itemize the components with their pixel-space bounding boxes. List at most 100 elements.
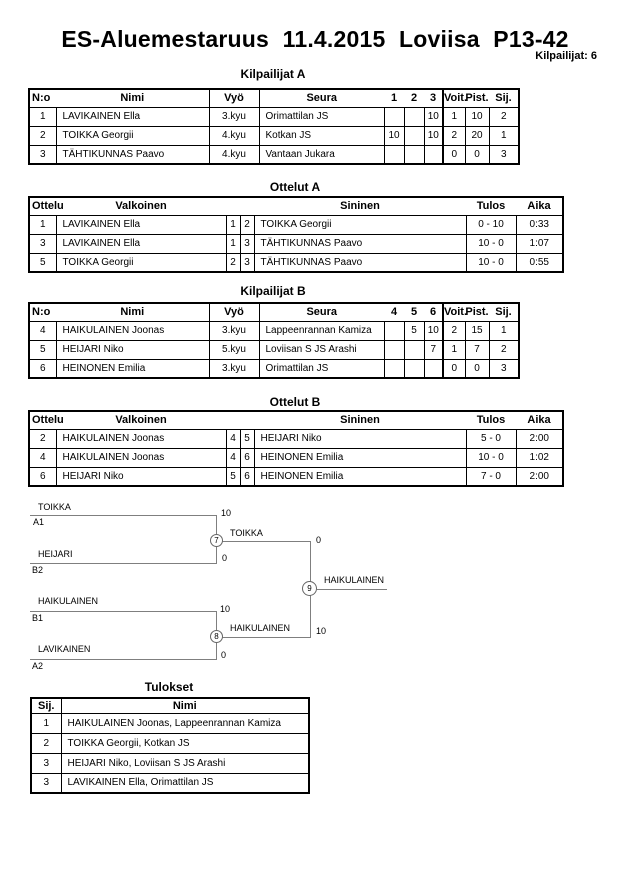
bracket-score: 10	[221, 508, 232, 518]
cell-blue-no: 3	[239, 252, 255, 273]
bracket-seed: A1	[33, 517, 45, 527]
cell-score-3: 10	[423, 320, 444, 341]
matches-a-table: Ottelu Valkoinen Sininen Tulos Aika 1 LA…	[28, 196, 564, 273]
column-header-result: Tulos	[466, 197, 516, 216]
bracket-winner-name: HAIKULAINEN	[230, 623, 291, 633]
cell-place: 3	[30, 772, 62, 794]
column-header-club: Seura	[258, 89, 384, 108]
column-header-result: Tulos	[466, 411, 516, 430]
column-header-wins: Voit.	[442, 89, 467, 108]
cell-club: Kotkan JS	[258, 125, 385, 146]
cell-score-2	[403, 144, 425, 165]
cell-match-no: 4	[28, 447, 57, 468]
column-header-m2: 2	[404, 89, 424, 108]
cell-no: 1	[28, 106, 57, 127]
bracket-seed: B1	[32, 613, 44, 623]
cell-score-3: 7	[423, 339, 444, 360]
cell-match-no: 3	[28, 233, 57, 254]
bracket-line	[217, 541, 310, 542]
cell-blue-name: TOIKKA Georgii	[253, 214, 467, 235]
cell-wins: 2	[442, 125, 466, 146]
cell-white-name: LAVIKAINEN Ella	[55, 214, 227, 235]
cell-belt: 3.kyu	[208, 358, 260, 379]
table-row: 6 HEINONEN Emilia 3.kyu Orimattilan JS 0…	[28, 358, 520, 379]
cell-blue-name: HEINONEN Emilia	[253, 447, 467, 468]
table-row: 1 HAIKULAINEN Joonas, Lappeenrannan Kami…	[30, 712, 310, 734]
bracket-slot-name: HEIJARI	[38, 549, 73, 559]
column-header-wins: Voit.	[442, 303, 467, 322]
cell-belt: 3.kyu	[208, 106, 260, 127]
table-row: 2 TOIKKA Georgii, Kotkan JS	[30, 732, 310, 754]
cell-score-2	[403, 339, 425, 360]
pool-b-header-row: N:o Nimi Vyö Seura 4 5 6 Voit. Pist. Sij…	[29, 303, 519, 322]
column-header-name: Nimi	[60, 697, 310, 714]
table-row: 4 HAIKULAINEN Joonas 4 6 HEINONEN Emilia…	[28, 447, 564, 468]
bracket-score: 10	[220, 604, 231, 614]
cell-name: TÄHTIKUNNAS Paavo	[55, 144, 210, 165]
pool-b-table: N:o Nimi Vyö Seura 4 5 6 Voit. Pist. Sij…	[28, 302, 520, 379]
matches-a-header-row: Ottelu Valkoinen Sininen Tulos Aika	[29, 197, 563, 216]
cell-score-1	[383, 358, 405, 379]
bracket-score: 0	[222, 553, 228, 563]
section-title-results: Tulokset	[144, 680, 194, 694]
column-header-place: Sij.	[489, 303, 519, 322]
table-row: 3 HEIJARI Niko, Loviisan S JS Arashi	[30, 752, 310, 774]
cell-score-2	[403, 358, 425, 379]
bracket-match-number: 8	[210, 630, 223, 643]
cell-result: 5 - 0	[465, 428, 517, 449]
cell-blue-name: HEIJARI Niko	[253, 428, 467, 449]
cell-blue-name: TÄHTIKUNNAS Paavo	[253, 252, 467, 273]
cell-belt: 3.kyu	[208, 320, 260, 341]
cell-score-3	[423, 358, 444, 379]
cell-points: 0	[464, 144, 490, 165]
cell-place: 2	[30, 732, 62, 754]
column-header-club: Seura	[258, 303, 384, 322]
column-header-match: Ottelu	[29, 411, 64, 430]
cell-match-no: 5	[28, 252, 57, 273]
cell-result: 10 - 0	[465, 233, 517, 254]
column-header-points: Pist.	[465, 89, 489, 108]
cell-wins: 1	[442, 339, 466, 360]
cell-score-2: 5	[403, 320, 425, 341]
cell-score-2	[403, 125, 425, 146]
cell-no: 3	[28, 144, 57, 165]
cell-blue-no: 5	[239, 428, 255, 449]
cell-place: 2	[488, 106, 520, 127]
results-header-row: Sij. Nimi	[30, 697, 310, 714]
bracket-winner-name: TOIKKA	[230, 528, 263, 538]
table-row: 2 TOIKKA Georgii 4.kyu Kotkan JS 10 10 2…	[28, 125, 520, 146]
cell-name: HEIJARI Niko, Loviisan S JS Arashi	[60, 752, 310, 774]
column-header-points: Pist.	[465, 303, 489, 322]
cell-match-no: 2	[28, 428, 57, 449]
cell-club: Orimattilan JS	[258, 106, 385, 127]
bracket-line	[30, 611, 217, 612]
column-header-m2: 5	[404, 303, 424, 322]
section-title-matches-a: Ottelut A	[269, 180, 321, 194]
table-row: 1 LAVIKAINEN Ella 3.kyu Orimattilan JS 1…	[28, 106, 520, 127]
column-header-place: Sij.	[489, 89, 519, 108]
cell-place: 2	[488, 339, 520, 360]
column-header-time: Aika	[516, 197, 563, 216]
column-header-m1: 1	[384, 89, 404, 108]
cell-white-no: 5	[225, 466, 241, 487]
cell-white-no: 4	[225, 447, 241, 468]
table-row: 3 TÄHTIKUNNAS Paavo 4.kyu Vantaan Jukara…	[28, 144, 520, 165]
column-header-belt: Vyö	[208, 303, 259, 322]
bracket-line	[217, 637, 310, 638]
cell-name: TOIKKA Georgii	[55, 125, 210, 146]
cell-score-1	[383, 106, 405, 127]
cell-white-no: 1	[225, 214, 241, 235]
cell-club: Vantaan Jukara	[258, 144, 385, 165]
cell-name: LAVIKAINEN Ella	[55, 106, 210, 127]
cell-club: Orimattilan JS	[258, 358, 385, 379]
cell-white-name: HAIKULAINEN Joonas	[55, 447, 227, 468]
table-row: 3 LAVIKAINEN Ella 1 3 TÄHTIKUNNAS Paavo …	[28, 233, 564, 254]
cell-wins: 1	[442, 106, 466, 127]
cell-white-name: HEIJARI Niko	[55, 466, 227, 487]
column-header-white: Valkoinen	[56, 411, 226, 430]
cell-score-3	[423, 144, 444, 165]
table-row: 4 HAIKULAINEN Joonas 3.kyu Lappeenrannan…	[28, 320, 520, 341]
cell-place: 1	[488, 320, 520, 341]
cell-score-1	[383, 144, 405, 165]
pool-a-header-row: N:o Nimi Vyö Seura 1 2 3 Voit. Pist. Sij…	[29, 89, 519, 108]
